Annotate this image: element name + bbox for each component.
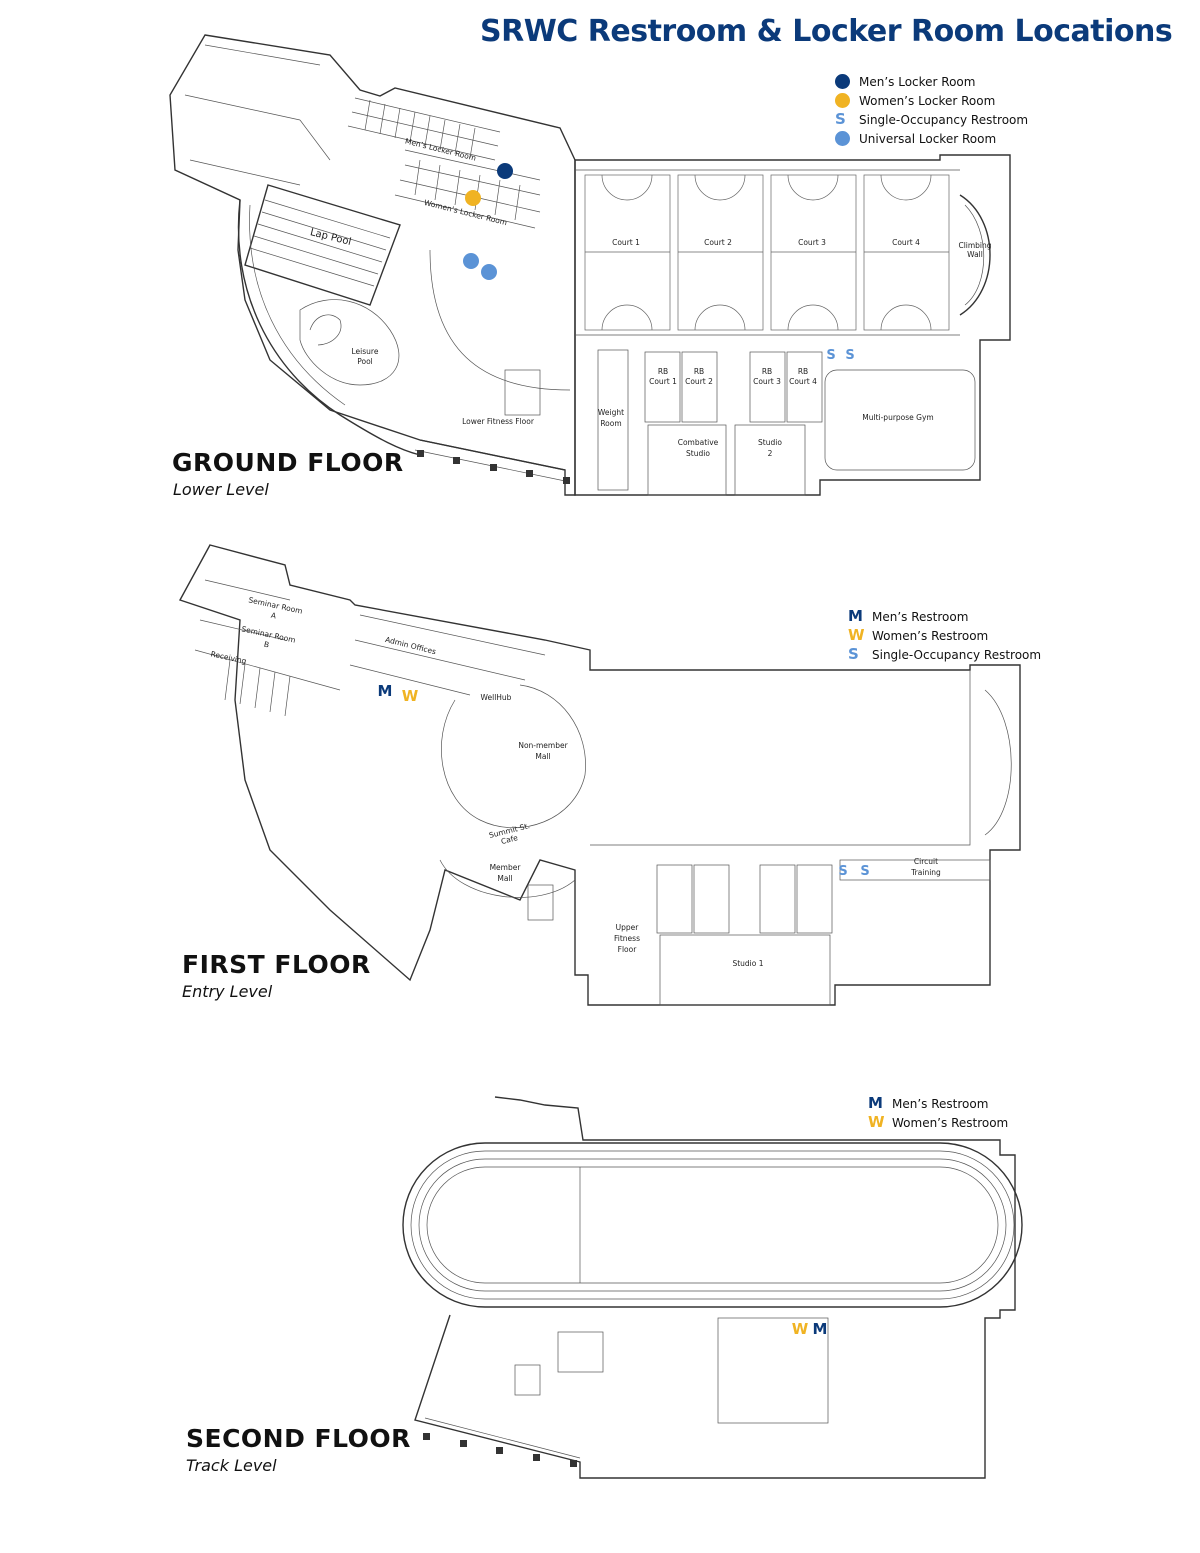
label-rb-court-3: RB [762, 367, 772, 376]
label-rb-court-4-b: Court 4 [789, 377, 817, 386]
label-combative-studio: Combative [678, 438, 719, 447]
label-multipurpose-gym: Multi-purpose Gym [862, 413, 933, 422]
label-studio-1: Studio 1 [732, 959, 763, 968]
navy-dot-icon [835, 74, 850, 89]
label-summit-cafe-2: Cafe [500, 833, 519, 846]
label-member-mall-2: Mall [497, 874, 512, 883]
label-non-member-mall: Non-member [518, 741, 568, 750]
gold-dot-icon [835, 93, 850, 108]
label-court-3: Court 3 [798, 238, 826, 247]
womens-restroom-marker-second: W [792, 1320, 809, 1338]
ground-floor-legend: Men’s Locker Room Women’s Locker Room S … [835, 72, 1028, 148]
universal-locker-room-marker-2 [481, 264, 497, 280]
s-letter-icon: S [848, 645, 859, 663]
w-letter-icon: W [868, 1113, 885, 1131]
label-court-2: Court 2 [704, 238, 732, 247]
label-lower-fitness-floor: Lower Fitness Floor [462, 417, 535, 426]
label-court-4: Court 4 [892, 238, 920, 247]
label-upper-fitness-floor-2: Fitness [614, 934, 640, 943]
single-occupancy-marker-1: S [826, 348, 835, 363]
label-circuit-training: Circuit [914, 857, 938, 866]
label-studio-2-b: 2 [768, 449, 773, 458]
first-floor-subtitle: Entry Level [182, 982, 273, 1001]
w-letter-icon: W [848, 626, 865, 644]
first-floor-legend: M Men’s Restroom W Women’s Restroom S Si… [848, 607, 1041, 664]
first-floor-markers: M W S S [378, 682, 870, 879]
label-circuit-training-2: Training [910, 868, 941, 877]
second-floor-plan [402, 1096, 1023, 1479]
womens-restroom-marker-first: W [402, 687, 419, 705]
label-weight-room: Weight [598, 408, 624, 417]
label-mens-locker-room: Men’s Locker Room [404, 136, 477, 162]
legend-single-occupancy-restroom: S Single-Occupancy Restroom [835, 110, 1029, 128]
label-lap-pool: Lap Pool [309, 227, 352, 248]
label-combative-studio-2: Studio [686, 449, 710, 458]
label-studio-2: Studio [758, 438, 782, 447]
label-leisure-pool: Leisure [352, 347, 379, 356]
label-rb-court-4: RB [798, 367, 808, 376]
second-floor-legend: M Men’s Restroom W Women’s Restroom [868, 1094, 1008, 1132]
label-non-member-mall-2: Mall [535, 752, 550, 761]
legend-single-occupancy-restroom-first: S Single-Occupancy Restroom [848, 645, 1042, 663]
legend-mens-restroom-second: M Men’s Restroom [868, 1094, 989, 1112]
ground-floor-markers: S S [463, 163, 855, 363]
single-occupancy-marker-first-2: S [860, 864, 869, 879]
womens-locker-room-marker [465, 190, 481, 206]
label-rb-court-2: RB [694, 367, 704, 376]
ground-floor-subtitle: Lower Level [173, 480, 269, 499]
single-occupancy-marker-2: S [845, 348, 854, 363]
second-floor-markers: W M [792, 1320, 828, 1338]
label-rb-court-1: RB [658, 367, 668, 376]
label-seminar-room-b-2: B [263, 640, 270, 650]
legend-womens-restroom: W Women’s Restroom [848, 626, 989, 644]
legend-mens-restroom: M Men’s Restroom [848, 607, 969, 625]
legend-womens-locker-room: Women’s Locker Room [835, 91, 1028, 110]
legend-womens-restroom-second: W Women’s Restroom [868, 1113, 1009, 1131]
page-title: SRWC Restroom & Locker Room Locations [480, 14, 1173, 49]
label-member-mall: Member [490, 863, 522, 872]
mens-restroom-marker-first: M [378, 682, 393, 700]
label-rb-court-1-b: Court 1 [649, 377, 677, 386]
ground-floor-plan [169, 34, 1011, 496]
mens-locker-room-marker [497, 163, 513, 179]
second-floor-subtitle: Track Level [186, 1456, 277, 1475]
legend-mens-locker-room: Men’s Locker Room [835, 72, 1028, 91]
m-letter-icon: M [868, 1094, 883, 1112]
label-weight-room-2: Room [600, 419, 621, 428]
ground-floor-title: GROUND FLOOR [172, 448, 404, 477]
label-climbing-wall: Climbing [958, 241, 991, 250]
label-wellhub: WellHub [481, 693, 512, 702]
second-floor-title: SECOND FLOOR [186, 1424, 411, 1453]
single-occupancy-marker-first-1: S [838, 864, 847, 879]
first-floor-title: FIRST FLOOR [182, 950, 371, 979]
label-court-1: Court 1 [612, 238, 640, 247]
label-receiving: Receiving [210, 649, 248, 665]
label-upper-fitness-floor: Upper [616, 923, 640, 932]
label-rb-court-3-b: Court 3 [753, 377, 781, 386]
label-upper-fitness-floor-3: Floor [618, 945, 638, 954]
m-letter-icon: M [848, 607, 863, 625]
label-leisure-pool-2: Pool [357, 357, 373, 366]
light-blue-dot-icon [835, 131, 850, 146]
label-seminar-room-a-2: A [270, 611, 278, 621]
label-climbing-wall-2: Wall [967, 250, 983, 259]
legend-universal-locker-room: Universal Locker Room [835, 129, 1028, 148]
s-letter-icon: S [835, 110, 846, 128]
label-rb-court-2-b: Court 2 [685, 377, 713, 386]
first-floor-plan [178, 544, 1021, 1006]
universal-locker-room-marker-1 [463, 253, 479, 269]
mens-restroom-marker-second: M [813, 1320, 828, 1338]
